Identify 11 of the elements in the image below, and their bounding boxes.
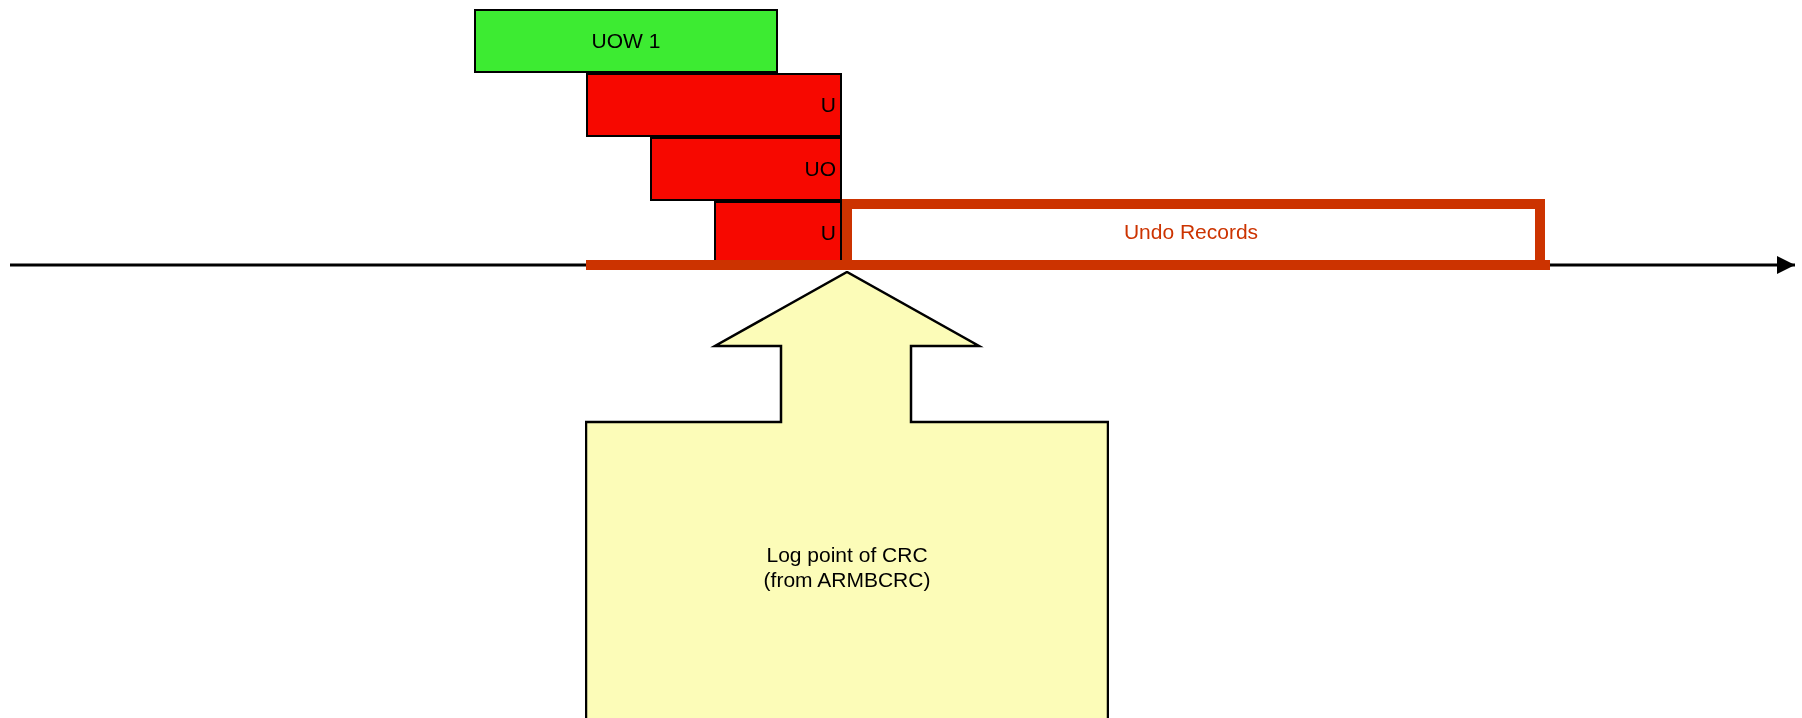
box-label: U bbox=[820, 92, 836, 118]
process-box bbox=[474, 9, 778, 73]
highlight-box bbox=[586, 199, 1550, 271]
callout-text: Log point of CRC (from ARMBCRC) bbox=[762, 541, 932, 593]
process-box bbox=[650, 137, 842, 201]
box-label: UOW 1 bbox=[591, 28, 661, 54]
callout-arrow bbox=[585, 271, 1109, 718]
process-box bbox=[586, 73, 842, 137]
box-label: U bbox=[820, 220, 836, 246]
box-label: Undo Records bbox=[1123, 219, 1259, 245]
box-label: UO bbox=[804, 156, 836, 182]
